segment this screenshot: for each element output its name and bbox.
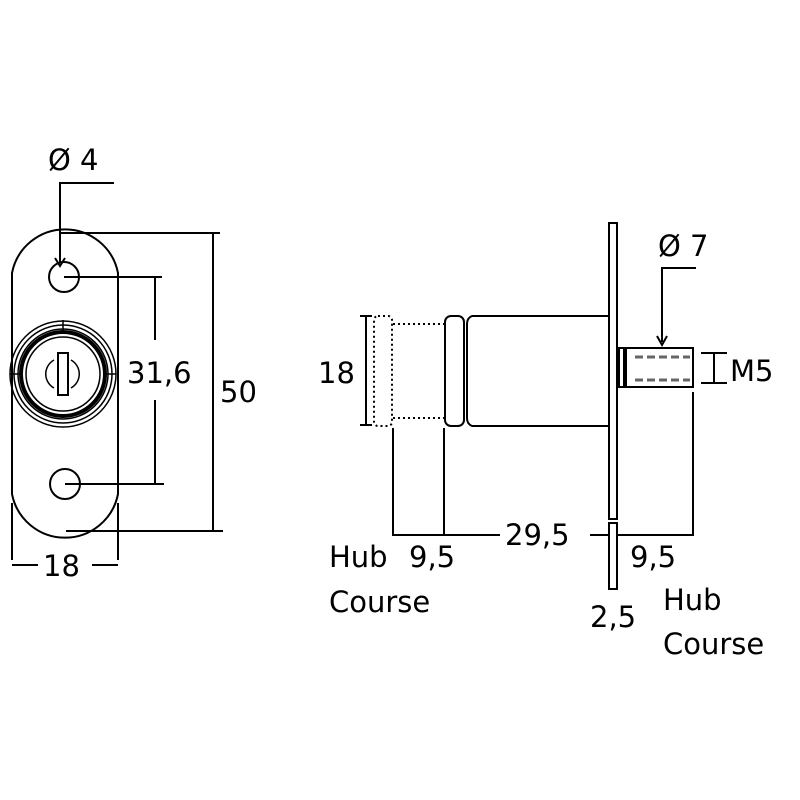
- hub-right-value: 9,5: [630, 540, 676, 574]
- threaded-pin: [618, 347, 694, 388]
- hole-spacing-label: 31,6: [127, 356, 192, 390]
- body-diameter-label: 18: [318, 356, 355, 390]
- hole-diameter-leader: [59, 182, 114, 263]
- lock-body: [466, 315, 609, 427]
- hub-left-label-1: Hub: [329, 540, 388, 574]
- pin-diameter-arrow: [656, 335, 668, 348]
- hub-dotted: [373, 315, 444, 427]
- flange-lower: [608, 522, 618, 590]
- thread-marks: [623, 349, 690, 386]
- hole-diameter-arrow: [54, 257, 66, 268]
- pin-diameter-label: Ø 7: [658, 229, 709, 263]
- front-view: [9, 182, 223, 566]
- hole-diameter-label: Ø 4: [48, 143, 99, 177]
- key-cylinder: [9, 320, 117, 428]
- hub-right-label-1: Hub: [663, 583, 722, 617]
- thread-label: M5: [730, 354, 773, 388]
- hub-left-value: 9,5: [409, 540, 455, 574]
- width-label: 18: [43, 549, 80, 583]
- keyway: [45, 359, 55, 389]
- front-plate-outline: [11, 228, 119, 539]
- flange-thickness-label: 2,5: [590, 600, 636, 634]
- side-view: [360, 222, 727, 590]
- body-ring: [444, 315, 465, 427]
- flange: [608, 222, 618, 520]
- hub-left-label-2: Course: [329, 585, 430, 619]
- hub-right-label-2: Course: [663, 627, 764, 661]
- height-label: 50: [220, 375, 257, 409]
- length-label: 29,5: [505, 518, 570, 552]
